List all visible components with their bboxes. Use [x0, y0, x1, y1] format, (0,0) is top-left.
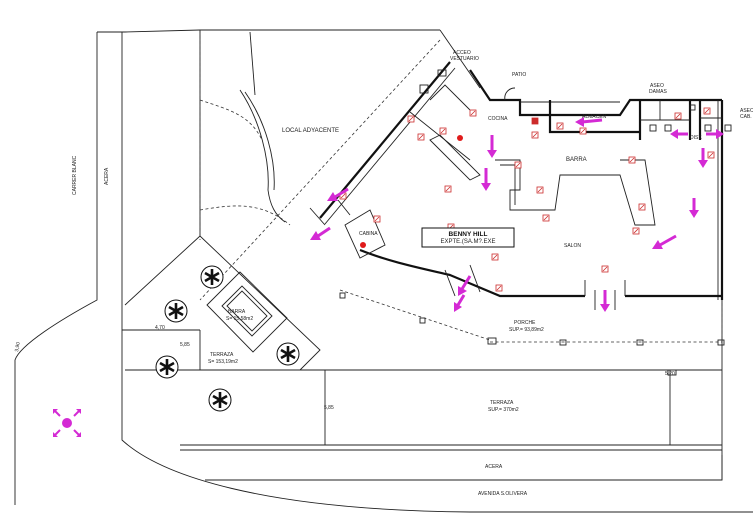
- fire-extinguisher-icon: [542, 214, 550, 222]
- fire-extinguisher-icon: [531, 131, 539, 139]
- fire-extinguishers: [339, 107, 715, 292]
- site-outline: [14, 29, 753, 513]
- evacuation-arrow: [652, 234, 677, 249]
- fire-extinguisher-icon: [579, 127, 587, 135]
- label-acera-bottom: ACERA: [485, 464, 503, 470]
- palm-tree-icon: [155, 355, 179, 379]
- label-acceso-vestuario-2: VESTUARIO: [450, 56, 479, 62]
- fire-extinguisher-icon: [373, 215, 381, 223]
- evacuation-arrow: [327, 187, 349, 201]
- label-acceso-vestuario-1: ACCEO: [453, 50, 471, 56]
- label-porche: PORCHE: [514, 320, 536, 326]
- label-terraza-left: TERRAZA: [210, 352, 234, 358]
- label-almacen: ALMACEN: [582, 114, 607, 120]
- palm-tree-icon: [208, 388, 232, 412]
- evacuation-arrow: [689, 198, 699, 218]
- venue-name: BENNY HILL: [449, 231, 488, 238]
- evacuation-arrow: [487, 135, 497, 158]
- label-terraza-left-area: S= 153,19m2: [208, 359, 238, 365]
- label-aseo-damas-2: DAMAS: [649, 89, 667, 95]
- fire-extinguisher-icon: [536, 186, 544, 194]
- label-cocina: COCINA: [488, 116, 508, 122]
- fire-extinguisher-icon: [703, 107, 711, 115]
- label-dist: DIST.: [690, 135, 702, 141]
- fire-extinguisher-icon: [439, 127, 447, 135]
- fire-extinguisher-icon: [707, 151, 715, 159]
- label-barra-terraza: BARRA: [228, 309, 246, 315]
- label-patio: PATIO: [512, 72, 526, 78]
- evacuation-arrow: [670, 129, 688, 139]
- label-salon: SALON: [564, 243, 581, 249]
- fire-extinguisher-icon: [417, 133, 425, 141]
- fire-extinguisher-icon: [556, 122, 564, 130]
- fire-extinguisher-icon: [495, 284, 503, 292]
- fire-extinguisher-icon: [514, 161, 522, 169]
- fire-extinguisher-icon: [638, 203, 646, 211]
- evacuation-arrow: [698, 148, 708, 168]
- label-aseo-cab-2: CAB.: [740, 114, 752, 120]
- evacuation-arrow: [454, 294, 466, 312]
- label-barra-terraza-area: S= 15,58m2: [226, 316, 253, 322]
- venue-name-box: [421, 227, 515, 248]
- fire-extinguisher-icon: [531, 117, 539, 125]
- fire-extinguisher-icon: [674, 112, 682, 120]
- fire-extinguisher-icon: [444, 185, 452, 193]
- dimension-1: 4,70: [155, 325, 165, 331]
- fixtures: [339, 69, 732, 376]
- fire-extinguisher-icon: [601, 265, 609, 273]
- venue-expediente: EXPTE.(SA.M?.EXE: [440, 239, 495, 245]
- fire-extinguisher-icon: [469, 109, 477, 117]
- palm-tree-icon: [276, 342, 300, 366]
- evacuation-arrow: [310, 226, 331, 240]
- alarm-point-icon: [360, 242, 366, 248]
- evacuation-arrow: [458, 275, 472, 296]
- label-porche-area: SUP.= 93,89m2: [509, 327, 544, 333]
- fire-extinguisher-icon: [628, 156, 636, 164]
- label-barra: BARRA: [566, 157, 587, 163]
- label-terraza-right: TERRAZA: [490, 400, 514, 406]
- evacuation-arrow: [575, 117, 603, 127]
- dimension-5: 3,90: [14, 342, 22, 353]
- label-terraza-right-area: SUP.= 370m2: [488, 407, 519, 413]
- fire-extinguisher-icon: [491, 253, 499, 261]
- alarm-point-icon: [457, 135, 463, 141]
- label-local-adyacente: LOCAL ADYACENTE: [282, 128, 339, 134]
- dimension-2: 5,85: [180, 342, 190, 348]
- assembly-point-icon: [53, 409, 81, 437]
- label-aseo-damas-1: ASEO: [650, 83, 664, 89]
- evacuation-arrow: [706, 129, 724, 139]
- fire-extinguisher-icon: [632, 227, 640, 235]
- label-carrer: CARRER BLANC: [72, 155, 78, 195]
- label-avenida: AVENIDA S.OLIVERA: [478, 491, 528, 497]
- evacuation-arrows: [310, 117, 724, 312]
- label-acera-left: ACERA: [104, 167, 110, 185]
- room-labels: LOCAL ADYACENTE PATIO ACCEO VESTUARIO AS…: [14, 50, 753, 497]
- evacuation-arrow: [481, 168, 491, 191]
- palm-tree-icon: [164, 299, 188, 323]
- evacuation-arrow: [600, 290, 610, 312]
- palm-trees: [155, 265, 300, 412]
- label-cabina: CABINA: [359, 231, 378, 237]
- fire-extinguisher-icon: [407, 115, 415, 123]
- terrace-left: [124, 235, 321, 371]
- building-walls: [239, 61, 724, 310]
- dimension-3: 5,85: [324, 405, 334, 411]
- label-aseo-cab-1: ASEO: [740, 108, 753, 114]
- palm-tree-icon: [200, 265, 224, 289]
- dimension-4: 5,20: [665, 371, 675, 377]
